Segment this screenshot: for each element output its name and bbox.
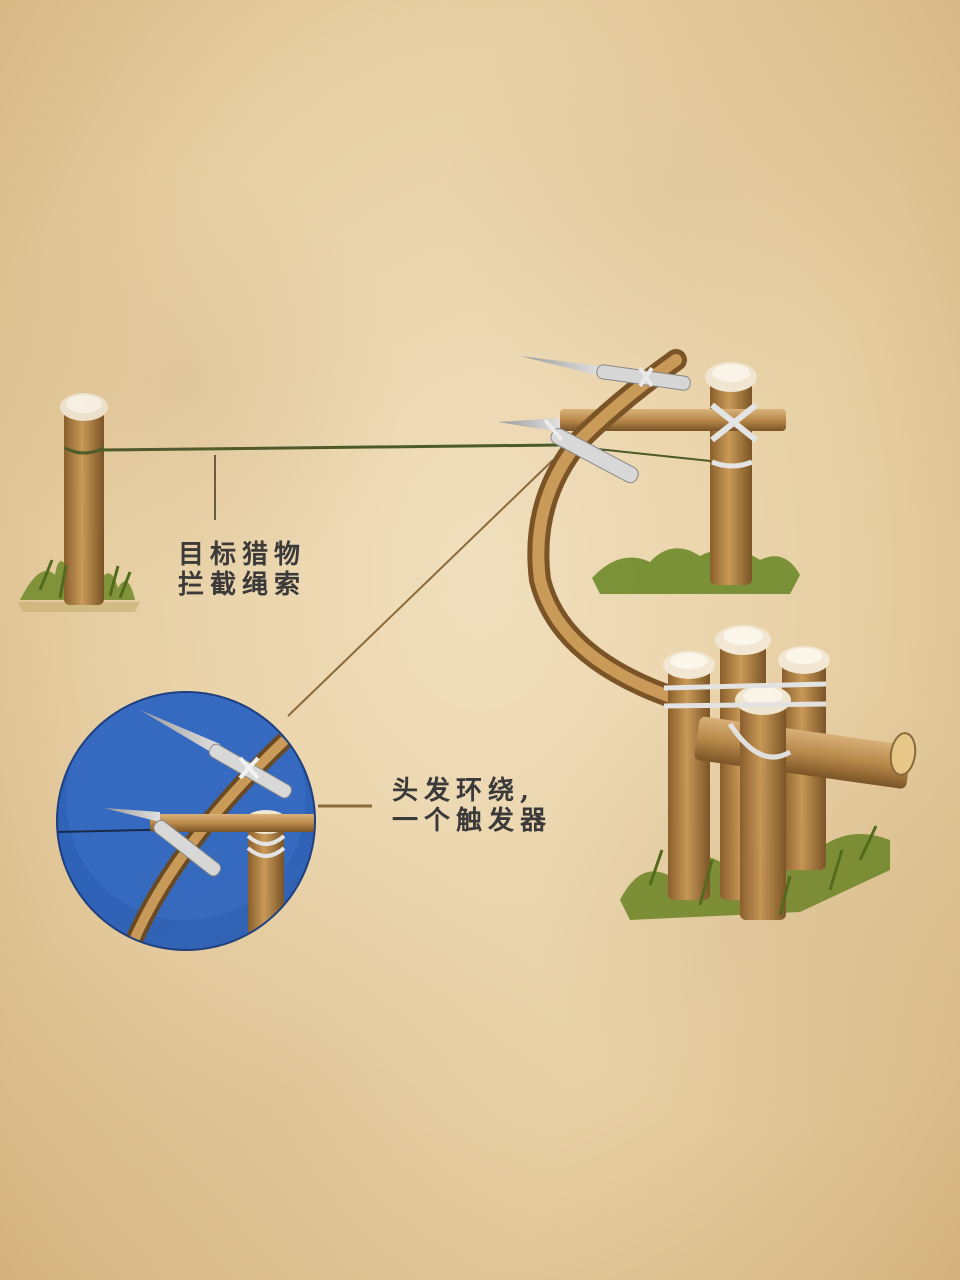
upper-spear	[520, 356, 691, 391]
trigger-caption: 头发环绕, 一个触发器	[392, 776, 552, 836]
trigger-caption-line1: 头发环绕,	[392, 776, 536, 806]
trigger-caption-line2: 一个触发器	[392, 806, 553, 836]
trip-rope	[99, 443, 561, 452]
rope-caption: 目标猎物 拦截绳索	[178, 540, 306, 600]
inset-leader-line	[287, 459, 554, 717]
lower-spear	[498, 418, 639, 484]
anchor-stakes	[620, 625, 917, 920]
trigger-detail-inset	[56, 691, 316, 951]
upper-stake	[560, 362, 800, 594]
left-stake	[18, 393, 140, 612]
rope-caption-line1: 目标猎物	[178, 540, 307, 570]
rope-caption-line2: 拦截绳索	[178, 570, 307, 600]
